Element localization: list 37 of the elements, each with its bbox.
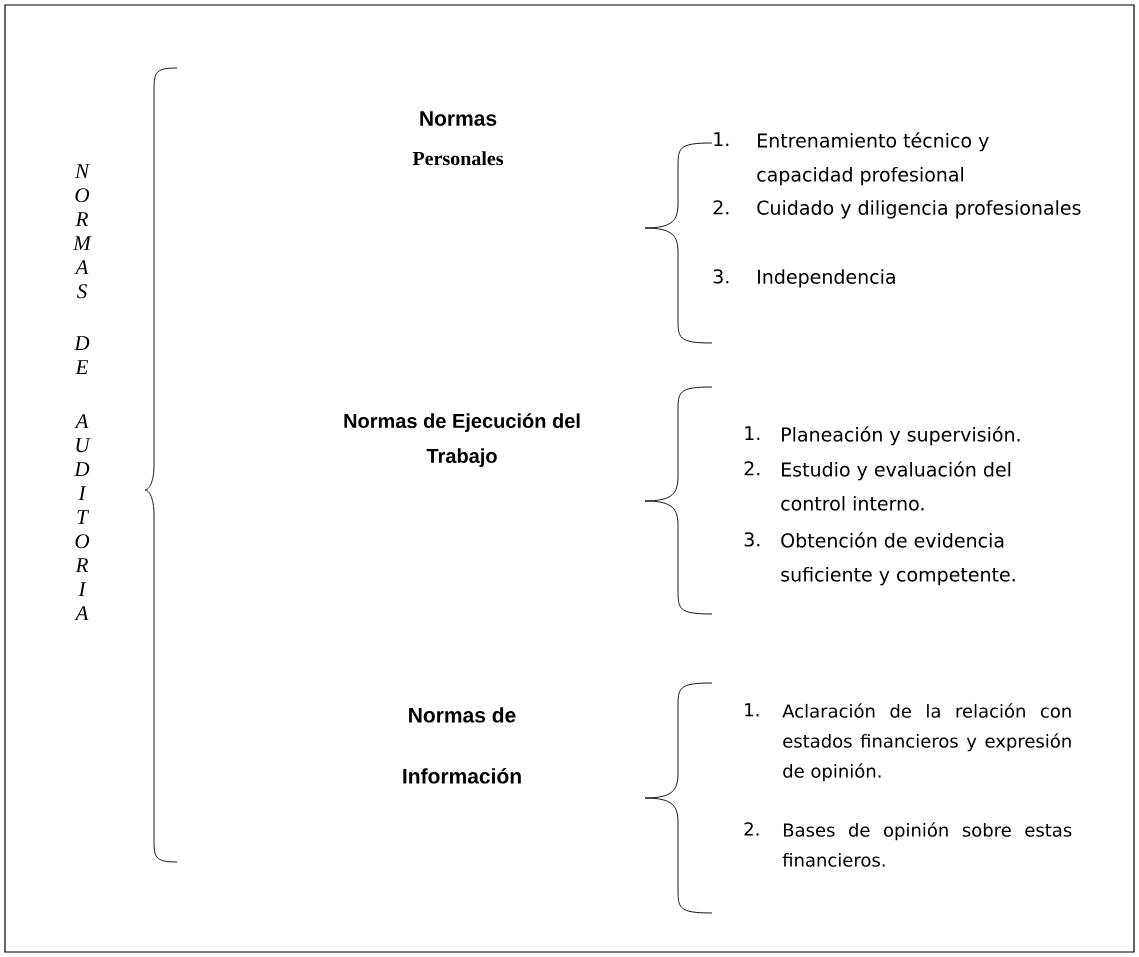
vertical-letter: D [74,462,90,476]
vertical-letter: O [75,188,90,203]
list-item: Entrenamiento técnico y capacidad profesional [757,132,989,186]
list-number: 3. [744,532,760,547]
vertical-letter: R [75,558,89,572]
list-number: 2. [744,822,759,836]
vertical-letter: D [74,336,90,350]
vertical-letter: I [78,582,87,596]
list-number: 1. [745,426,760,441]
vertical-letter: U [76,438,91,453]
vertical-letter: A [74,414,89,429]
list-number: 3. [713,269,729,284]
category-heading: Normas de Información [403,707,521,784]
list-item: Estudio y evaluación del control interno. [781,461,1011,511]
list-item: Bases de opinión sobre estas financieros. [782,822,1072,867]
list-item: Obtención de evidencia suficiente y competente. [781,532,1015,586]
vertical-letter: A [74,606,89,621]
category-heading: Normas de Ejecución del Trabajo [344,413,580,467]
list-number: 1. [745,703,759,717]
vertical-letter: I [78,486,87,500]
list-item: Planeación y supervisión. [782,426,1020,446]
list-number: 1. [714,132,729,147]
vertical-letter: A [74,260,89,275]
vertical-letter: O [75,534,90,549]
list-number: 2. [744,461,760,476]
vertical-letter: S [77,284,87,299]
vertical-letter: R [75,212,89,226]
vertical-letter: N [74,164,90,178]
list-number: 2. [713,200,729,215]
list-item: Cuidado y diligencia profesionales [757,200,1081,219]
vertical-letter: E [75,360,89,374]
vertical-letter: T [77,510,90,524]
category-heading: Normas [420,111,497,126]
vertical-letter: M [73,236,92,250]
list-item: Aclaración de la relación con estados financieros y expresión de opinión. [782,703,1071,782]
list-item: Independencia [758,269,895,288]
category-heading: Personales [412,151,504,166]
